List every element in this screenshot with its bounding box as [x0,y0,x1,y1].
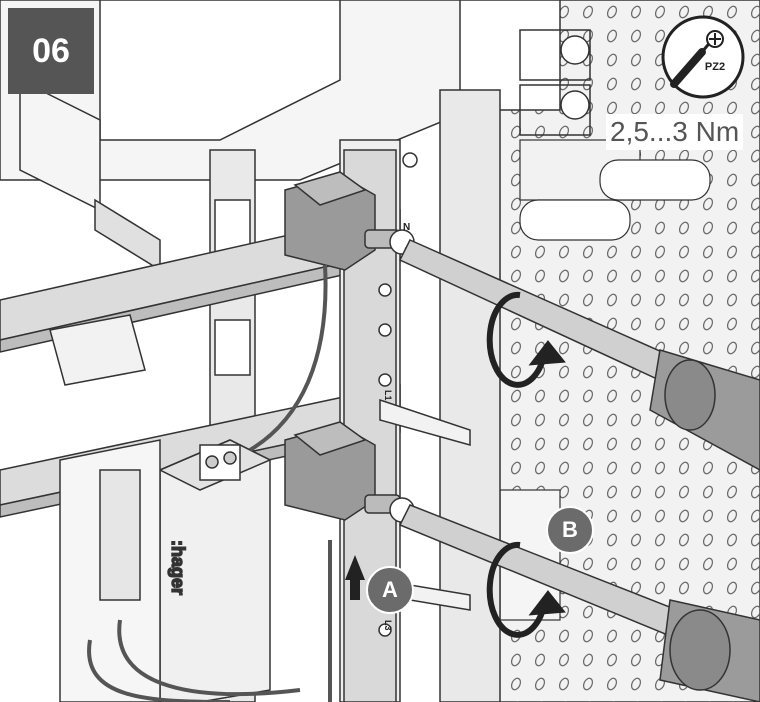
marker-b: B [546,506,594,554]
hager-module: :hager [59,439,272,702]
screwdriver-upper [398,239,760,471]
rotation-arrow-lower [486,541,566,638]
insert-arrow [345,555,365,600]
clamp-blocks [284,171,415,523]
marker-a: A [366,566,414,614]
terminal-label-n: N [403,222,410,233]
brand-logo: :hager [168,540,188,595]
rotation-arrow-upper [486,291,566,388]
screwdriver-lower [398,504,760,702]
step-number-badge: 06 [8,8,94,94]
screwdriver-icon [661,15,745,99]
upper-frame [0,0,591,272]
terminal-label-l1: L1 [383,390,393,401]
terminal-label-l3: L3 [383,620,393,631]
torque-value: 2,5...3 Nm [606,114,744,150]
tool-label: PZ2 [704,61,726,73]
